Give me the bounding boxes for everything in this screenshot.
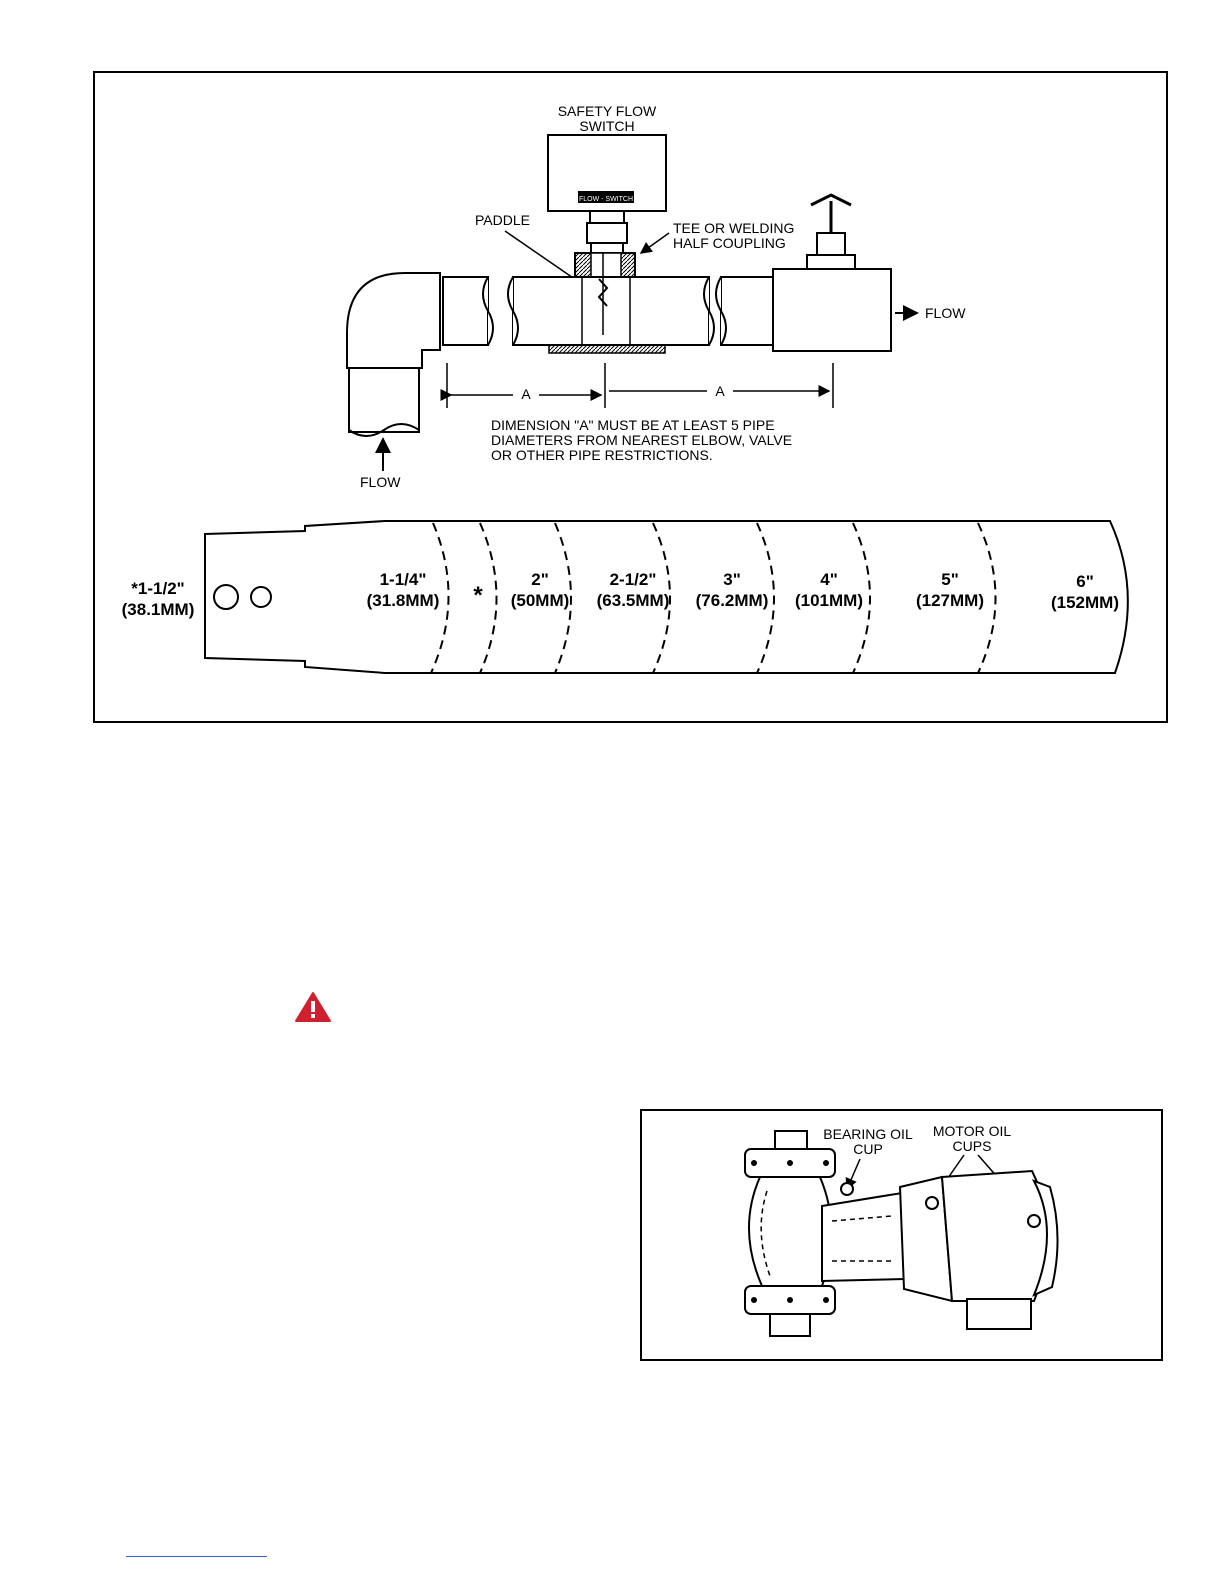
flow-label-right: FLOW: [925, 305, 966, 321]
motor-oil-cup: [1027, 1214, 1041, 1228]
size-label: 1-1/4": [380, 570, 427, 589]
switch-label-line2: SWITCH: [579, 118, 634, 134]
trim-line: [430, 522, 450, 674]
size-metric: (31.8MM): [367, 591, 440, 610]
pipe-segment: [442, 276, 489, 346]
motor-label-line2: CUPS: [953, 1138, 992, 1154]
size-label: 3": [723, 570, 741, 589]
bearing-label-line2: CUP: [853, 1141, 883, 1157]
dimension-a-right: A: [715, 383, 725, 399]
size-label: 4": [820, 570, 838, 589]
size-label: *: [473, 582, 483, 609]
pipe-elbow: [346, 272, 441, 369]
valve-handle: [810, 193, 852, 207]
trim-line: [977, 522, 997, 674]
mount-hole: [213, 584, 239, 610]
size-metric: (101MM): [795, 591, 863, 610]
size-label: 2": [531, 570, 549, 589]
switch-label-line1: SAFETY FLOW: [558, 103, 657, 119]
size-label: *1-1/2": [131, 579, 184, 598]
pipe-segment: [720, 276, 774, 346]
size-metric: (152MM): [1051, 593, 1119, 612]
pump-volute: [748, 1176, 833, 1287]
valve-body: [772, 268, 892, 352]
tee-label-line2: HALF COUPLING: [673, 235, 786, 251]
trim-line: [554, 522, 572, 674]
bearing-bracket: [821, 1191, 906, 1283]
switch-nameplate: [578, 191, 634, 203]
switch-nameplate-text: FLOW - SWITCH: [579, 196, 633, 203]
size-label: 5": [941, 570, 959, 589]
size-label: 6": [1076, 572, 1094, 591]
dimension-note-line2: DIAMETERS FROM NEAREST ELBOW, VALVE: [491, 432, 792, 448]
motor-base: [966, 1298, 1032, 1330]
size-metric: (76.2MM): [696, 591, 769, 610]
warning-triangle-icon: [295, 992, 331, 1022]
elbow-vertical-pipe: [348, 367, 420, 433]
flow-switch-diagram: SAFETY FLOW SWITCH FLOW - SWITCH PADDLE …: [122, 103, 1129, 674]
size-metric: (50MM): [511, 591, 570, 610]
pump-drawing: BEARING OIL CUP MOTOR OIL CUPS: [744, 1123, 1059, 1337]
bearing-label-line1: BEARING OIL: [823, 1126, 913, 1142]
trim-line: [756, 522, 775, 674]
dimension-note-line1: DIMENSION "A" MUST BE AT LEAST 5 PIPE: [491, 417, 775, 433]
size-metric: (63.5MM): [597, 591, 670, 610]
motor-label-line1: MOTOR OIL: [933, 1123, 1012, 1139]
trim-line: [852, 522, 871, 674]
size-metric: (127MM): [916, 591, 984, 610]
flow-switch-figure: SAFETY FLOW SWITCH FLOW - SWITCH PADDLE …: [93, 71, 1168, 723]
size-label: 2-1/2": [610, 570, 657, 589]
bearing-oil-cup: [840, 1182, 854, 1196]
mount-hole: [250, 586, 272, 608]
motor-oil-cup: [925, 1196, 939, 1210]
flow-label-bottom: FLOW: [360, 474, 401, 490]
pump-oil-cups-figure: BEARING OIL CUP MOTOR OIL CUPS: [640, 1109, 1163, 1361]
footer-rule: [126, 1556, 267, 1557]
motor-body: [940, 1169, 1049, 1302]
dimension-a-left: A: [521, 386, 531, 402]
trim-line: [652, 522, 671, 674]
dimension-note-line3: OR OTHER PIPE RESTRICTIONS.: [491, 447, 713, 463]
paddle-label: PADDLE: [475, 212, 530, 228]
tee-label-line1: TEE OR WELDING: [673, 220, 794, 236]
paddle-trim-template: [204, 520, 1129, 674]
trim-line: [479, 522, 498, 674]
size-metric: (38.1MM): [122, 600, 195, 619]
main-pipe: [512, 276, 710, 346]
